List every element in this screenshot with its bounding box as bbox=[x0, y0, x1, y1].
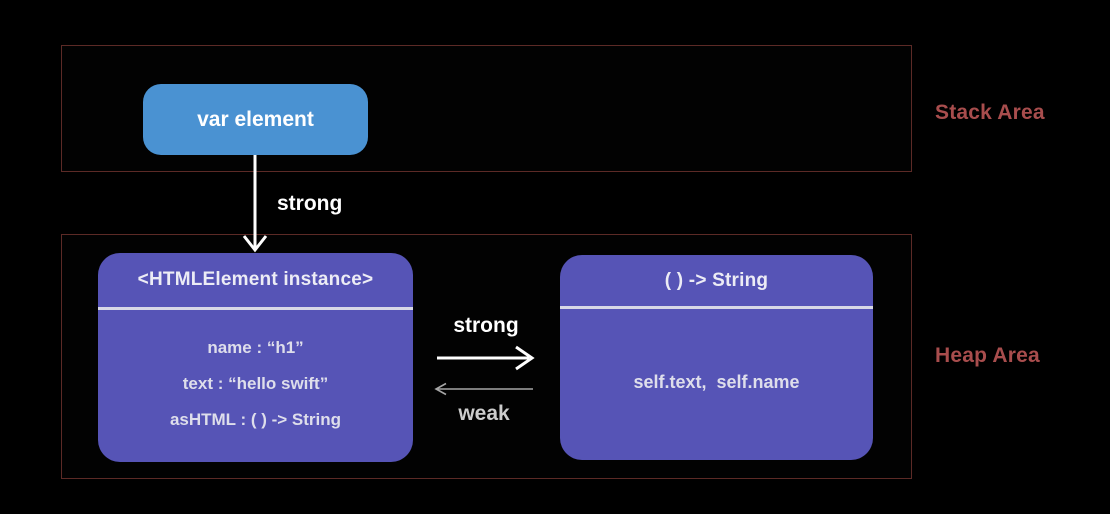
strong-reference-label-stack: strong bbox=[277, 192, 343, 215]
instance-node-divider bbox=[98, 307, 413, 310]
closure-node-divider bbox=[560, 306, 873, 309]
weak-reference-label: weak bbox=[458, 402, 510, 425]
instance-field-name: name : “h1” bbox=[207, 338, 304, 357]
closure-captures-text: self.text, self.name bbox=[633, 372, 800, 392]
stack-area-label: Stack Area bbox=[935, 101, 1045, 124]
closure-node: ( ) -> String self.text, self.name bbox=[560, 255, 873, 460]
var-element-node: var element bbox=[143, 84, 368, 155]
instance-field-text: text : “hello swift” bbox=[182, 374, 329, 393]
closure-node-body: self.text, self.name bbox=[560, 309, 873, 460]
strong-arrow-right-icon bbox=[437, 345, 535, 371]
heap-area-label: Heap Area bbox=[935, 344, 1040, 367]
strong-reference-label-heap: strong bbox=[453, 314, 519, 337]
strong-arrow-down-icon bbox=[242, 155, 268, 253]
instance-field-ashtml: asHTML : ( ) -> String bbox=[169, 410, 342, 429]
htmlelement-instance-node: <HTMLElement instance> name : “h1” text … bbox=[98, 253, 413, 462]
closure-node-title: ( ) -> String bbox=[664, 269, 769, 291]
instance-node-body: name : “h1” text : “hello swift” asHTML … bbox=[98, 310, 413, 462]
instance-node-title: <HTMLElement instance> bbox=[137, 269, 374, 290]
weak-arrow-left-icon bbox=[434, 382, 533, 396]
